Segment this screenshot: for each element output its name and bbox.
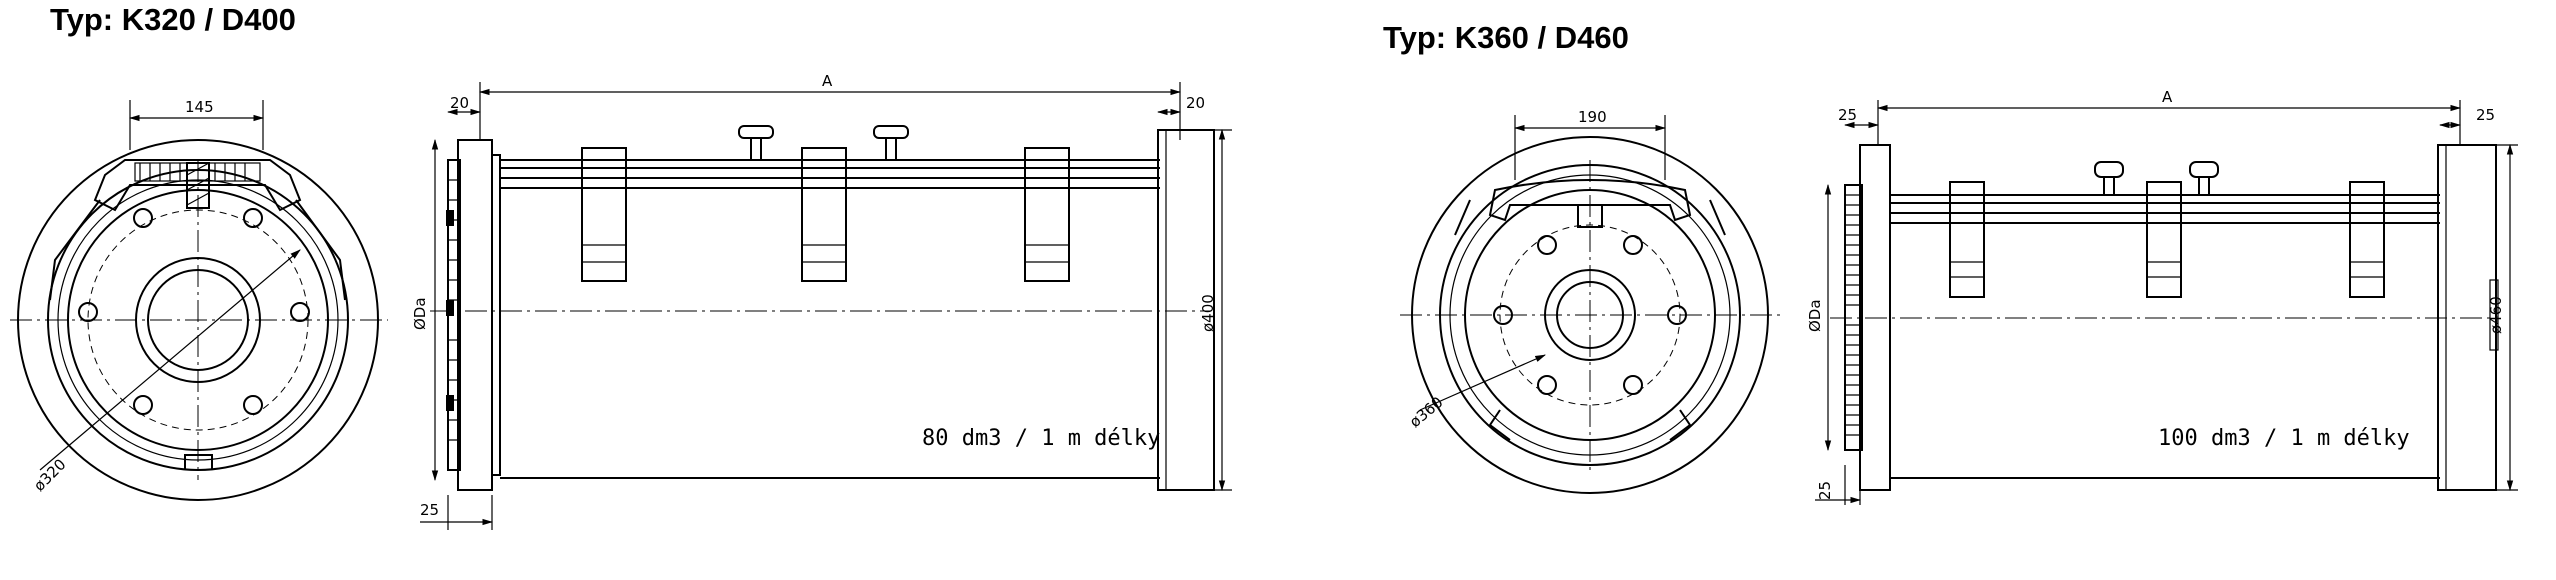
dim-a-right: A <box>2162 88 2173 106</box>
dim-dia-400: ø400 <box>1199 294 1217 332</box>
dim-a-left: A <box>822 72 833 90</box>
end-view-k320: 145 ø320 <box>10 98 388 501</box>
dim-20-right: 20 <box>1186 94 1205 112</box>
dim-25-right-top-left: 25 <box>1838 106 1857 124</box>
dim-da-left: ØDa <box>411 297 429 330</box>
end-view-k360: 190 ø360 <box>1400 108 1780 494</box>
dim-190: 190 <box>1578 108 1607 126</box>
dim-dia-460: ø460 <box>2487 296 2505 334</box>
title-k360-d460: Typ: K360 / D460 <box>1383 20 1629 55</box>
side-view-k360: A 25 25 <box>1806 88 2518 505</box>
title-k320-d400: Typ: K320 / D400 <box>50 2 296 37</box>
dim-dia-320: ø320 <box>30 455 69 494</box>
volume-note-right: 100 dm3 / 1 m délky <box>2158 426 2410 451</box>
dim-145: 145 <box>185 98 214 116</box>
dim-25-left: 25 <box>420 501 439 519</box>
dim-da-right: ØDa <box>1806 299 1824 332</box>
dim-25-right-top-right: 25 <box>2476 106 2495 124</box>
side-view-k320: A 20 20 <box>411 72 1232 530</box>
dim-20-left: 20 <box>450 94 469 112</box>
dim-25-right-bottom: 25 <box>1816 481 1834 500</box>
volume-note-left: 80 dm3 / 1 m délky <box>922 426 1160 451</box>
